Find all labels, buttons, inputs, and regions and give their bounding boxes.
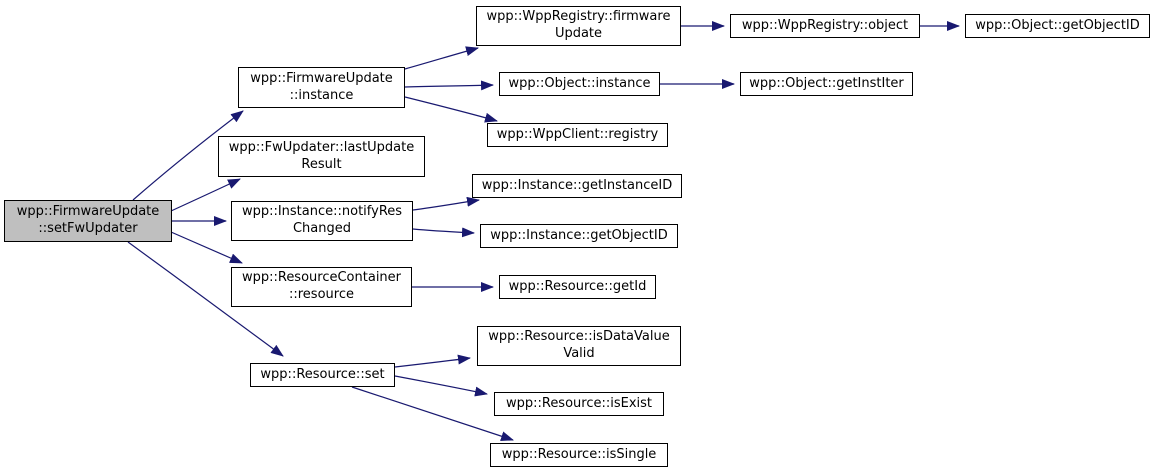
node-object-instance[interactable]: wpp::Object::instance [499,72,660,96]
edge-set-to-isExist [394,375,488,397]
node-label: wpp::Instance::getObjectID [490,227,668,243]
node-notifyreschanged[interactable]: wpp::Instance::notifyRes Changed [231,201,413,241]
node-resource-isexist[interactable]: wpp::Resource::isExist [494,392,664,416]
node-setFwUpdater[interactable]: wpp::FirmwareUpdate ::setFwUpdater [4,200,172,242]
node-firmwareupdate-instance[interactable]: wpp::FirmwareUpdate ::instance [238,67,405,108]
node-label: wpp::Resource::getId [508,278,647,294]
node-label: wpp::Resource::isSingle [501,446,657,462]
node-wppclient-registry[interactable]: wpp::WppClient::registry [487,123,668,147]
node-wppregistry-firmwareupdate[interactable]: wpp::WppRegistry::firmware Update [476,6,681,46]
node-resource-issingle[interactable]: wpp::Resource::isSingle [490,443,668,467]
edge-instance-to-registry [404,96,498,123]
node-label: wpp::Object::getInstIter [749,75,904,91]
node-label: wpp::FirmwareUpdate ::setFwUpdater [16,204,160,236]
node-label: wpp::ResourceContainer ::resource [241,270,402,302]
node-label: wpp::FirmwareUpdate ::instance [250,70,393,103]
edge-setFwUpdater-to-instance [132,110,244,201]
node-resourcecontainer-resource[interactable]: wpp::ResourceContainer ::resource [231,267,412,307]
edge-setFwUpdater-to-set [127,241,284,357]
edge-notifyResChanged-to-getObjectID [412,227,475,238]
node-label: wpp::Instance::notifyRes Changed [241,204,403,236]
edge-setFwUpdater-to-resource [170,231,243,264]
node-resource-getid[interactable]: wpp::Resource::getId [499,275,656,299]
edge-set-to-isDataValueValid [394,354,471,368]
edge-notifyResChanged-to-getInstanceID [412,196,480,211]
edge-setFwUpdater-to-lastUpdateResult [170,178,241,212]
node-instance-getinstanceid[interactable]: wpp::Instance::getInstanceID [472,174,682,198]
node-label: wpp::WppRegistry::object [741,17,909,33]
node-label: wpp::Object::getObjectID [975,17,1140,33]
node-object-getinstiter[interactable]: wpp::Object::getInstIter [740,72,913,96]
node-wppregistry-object[interactable]: wpp::WppRegistry::object [730,14,920,38]
node-label: wpp::Resource::isDataValue Valid [488,329,670,361]
node-label: wpp::Resource::set [260,366,385,382]
node-label: wpp::WppClient::registry [496,126,659,142]
node-label: wpp::Instance::getInstanceID [481,177,673,193]
node-label: wpp::Object::instance [508,75,651,91]
edge-instance-to-firmwareUpdate [404,46,479,70]
edge-set-to-isSingle [351,386,514,441]
node-resource-isdatavaluevalid[interactable]: wpp::Resource::isDataValue Valid [477,326,681,366]
node-instance-getobjectid[interactable]: wpp::Instance::getObjectID [480,224,678,248]
node-resource-set[interactable]: wpp::Resource::set [250,363,395,387]
node-label: wpp::Resource::isExist [505,395,653,411]
node-label: wpp::FwUpdater::lastUpdate Result [228,139,415,172]
node-lastupdateresult[interactable]: wpp::FwUpdater::lastUpdate Result [218,136,425,177]
node-label: wpp::WppRegistry::firmware Update [486,9,671,41]
node-object-getobjectid[interactable]: wpp::Object::getObjectID [965,14,1150,38]
edge-instance-to-objectInstance [404,80,494,91]
